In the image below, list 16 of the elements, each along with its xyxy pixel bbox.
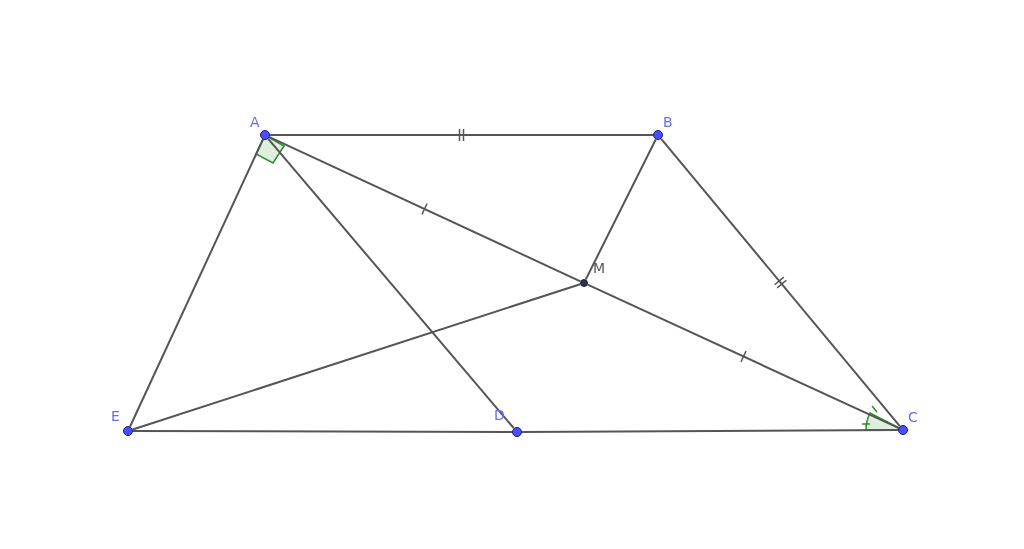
line-segment (584, 138, 657, 281)
point-label: M (593, 260, 606, 276)
point-label: B (663, 114, 673, 130)
line-segment (268, 136, 582, 283)
line-segment (660, 137, 901, 428)
line-segment (269, 134, 654, 136)
line-segment (267, 137, 515, 430)
point-label: A (250, 114, 260, 130)
point-label: E (111, 408, 120, 424)
point-label: D (494, 407, 505, 423)
line-segment (132, 430, 513, 433)
line-segment (131, 283, 582, 431)
line-segment (586, 283, 900, 429)
point-label: C (908, 409, 918, 425)
line-segment (521, 429, 899, 433)
line-segment (129, 138, 264, 428)
